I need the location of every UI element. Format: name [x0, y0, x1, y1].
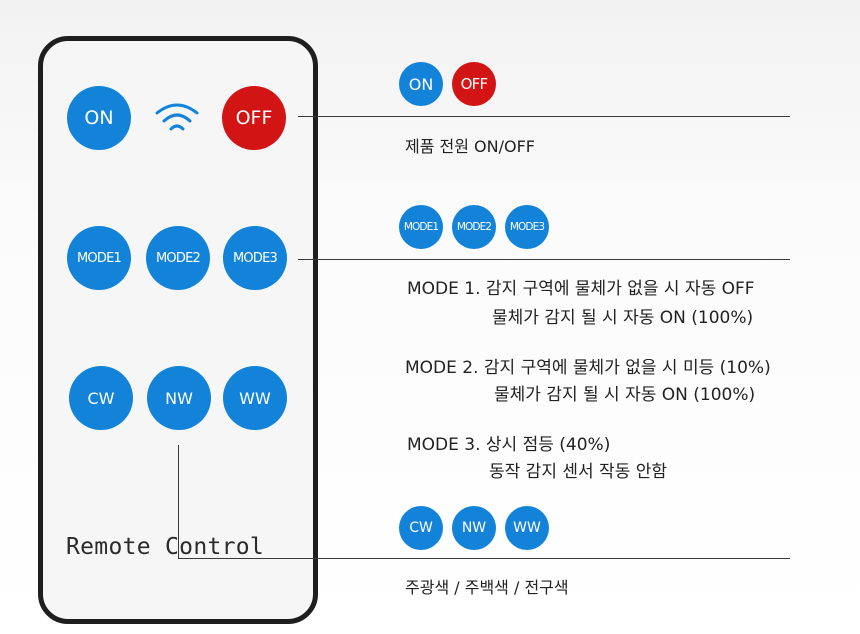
power-off-badge: OFF	[452, 62, 496, 106]
power-description: 제품 전원 ON/OFF	[405, 137, 536, 156]
power-callout-line	[298, 116, 790, 117]
power-on-badge: ON	[399, 62, 443, 106]
mode3-description-line2: 동작 감지 센서 작동 안함	[489, 462, 668, 482]
mode2-description-line1: MODE 2. 감지 구역에 물체가 없을 시 미등 (10%)	[405, 358, 771, 378]
color-callout-vertical-line	[178, 445, 179, 559]
wifi-icon	[155, 103, 199, 131]
remote-ww-button[interactable]: WW	[223, 366, 287, 430]
mode1-description-line1: MODE 1. 감지 구역에 물체가 없을 시 자동 OFF	[407, 279, 755, 299]
remote-off-button[interactable]: OFF	[222, 86, 286, 150]
mode3-badge: MODE3	[505, 205, 549, 249]
mode2-badge: MODE2	[452, 205, 496, 249]
mode2-description-line2: 물체가 감지 될 시 자동 ON (100%)	[494, 385, 756, 405]
mode1-badge: MODE1	[399, 205, 443, 249]
remote-mode2-button[interactable]: MODE2	[146, 226, 210, 290]
cw-badge: CW	[399, 506, 443, 550]
remote-nw-button[interactable]: NW	[147, 366, 211, 430]
remote-mode3-button[interactable]: MODE3	[223, 226, 287, 290]
nw-badge: NW	[452, 506, 496, 550]
color-callout-line	[178, 558, 790, 559]
ww-badge: WW	[505, 506, 549, 550]
color-description: 주광색 / 주백색 / 전구색	[405, 578, 569, 597]
mode1-description-line2: 물체가 감지 될 시 자동 ON (100%)	[492, 308, 754, 328]
mode-callout-line	[298, 259, 790, 260]
remote-cw-button[interactable]: CW	[69, 366, 133, 430]
mode3-description-line1: MODE 3. 상시 점등 (40%)	[407, 435, 611, 455]
remote-mode1-button[interactable]: MODE1	[67, 226, 131, 290]
remote-on-button[interactable]: ON	[67, 86, 131, 150]
remote-label: Remote Control	[66, 534, 265, 560]
